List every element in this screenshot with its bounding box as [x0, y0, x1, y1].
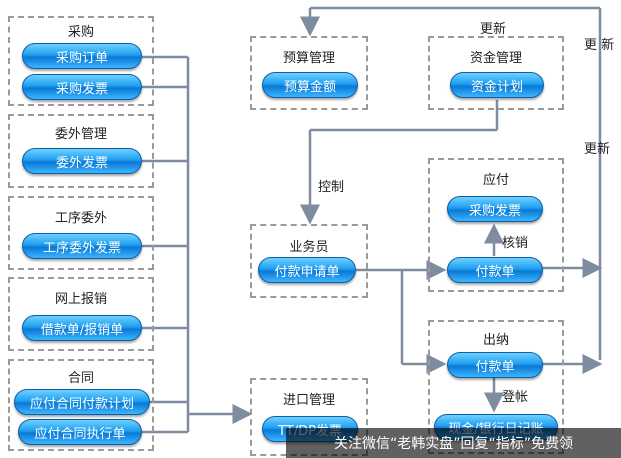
purchase-invoice-button[interactable]: 采购发票	[22, 74, 142, 100]
group-gongxu: 工序委外	[8, 196, 154, 270]
group-yewu: 业务员	[250, 224, 368, 298]
group-title: 合同	[67, 371, 94, 386]
fund-plan-button[interactable]: 资金计划	[450, 72, 544, 98]
loan-expense-button[interactable]: 借款单/报销单	[22, 315, 142, 341]
group-title: 出纳	[482, 333, 509, 348]
purchase-order-button[interactable]: 采购订单	[22, 43, 142, 69]
cashier-payment-button[interactable]: 付款单	[447, 352, 543, 378]
control-label: 控制	[318, 180, 345, 195]
group-title: 应付	[482, 173, 509, 188]
process-outsource-invoice-button[interactable]: 工序委外发票	[22, 233, 142, 259]
payable-payment-button[interactable]: 付款单	[447, 257, 543, 283]
group-yusuan: 预算管理	[250, 36, 368, 110]
group-hetong: 合同	[8, 359, 154, 451]
payment-request-button[interactable]: 付款申请单	[258, 257, 356, 283]
watermark-banner: 关注微信“老韩实盘”回复“指标”免费领	[286, 428, 621, 458]
group-zijin: 资金管理	[428, 36, 564, 110]
update-right-label: 更 新	[584, 38, 615, 53]
group-title: 预算管理	[282, 51, 335, 66]
group-title: 工序委外	[54, 211, 107, 226]
budget-amount-button[interactable]: 预算金额	[262, 72, 358, 98]
group-yingfu: 应付	[428, 158, 564, 292]
group-title: 业务员	[289, 240, 329, 255]
group-title: 委外管理	[54, 127, 107, 142]
group-title: 资金管理	[469, 51, 522, 66]
group-title: 采购	[67, 25, 94, 40]
update-mid-label: 更新	[584, 142, 611, 157]
contract-execution-button[interactable]: 应付合同执行单	[18, 419, 142, 445]
outsource-invoice-button[interactable]: 委外发票	[22, 148, 142, 174]
post-label: 登帐	[502, 390, 529, 405]
group-weiwai: 委外管理	[8, 114, 154, 188]
update-top-label: 更新	[480, 22, 507, 37]
payable-purchase-invoice-button[interactable]: 采购发票	[447, 196, 543, 222]
verify-label: 核销	[502, 236, 529, 251]
group-caigou: 采购	[8, 16, 154, 106]
contract-payment-plan-button[interactable]: 应付合同付款计划	[14, 389, 150, 415]
group-wangshang: 网上报销	[8, 277, 154, 351]
group-title: 网上报销	[54, 292, 107, 307]
group-title: 进口管理	[282, 393, 335, 408]
